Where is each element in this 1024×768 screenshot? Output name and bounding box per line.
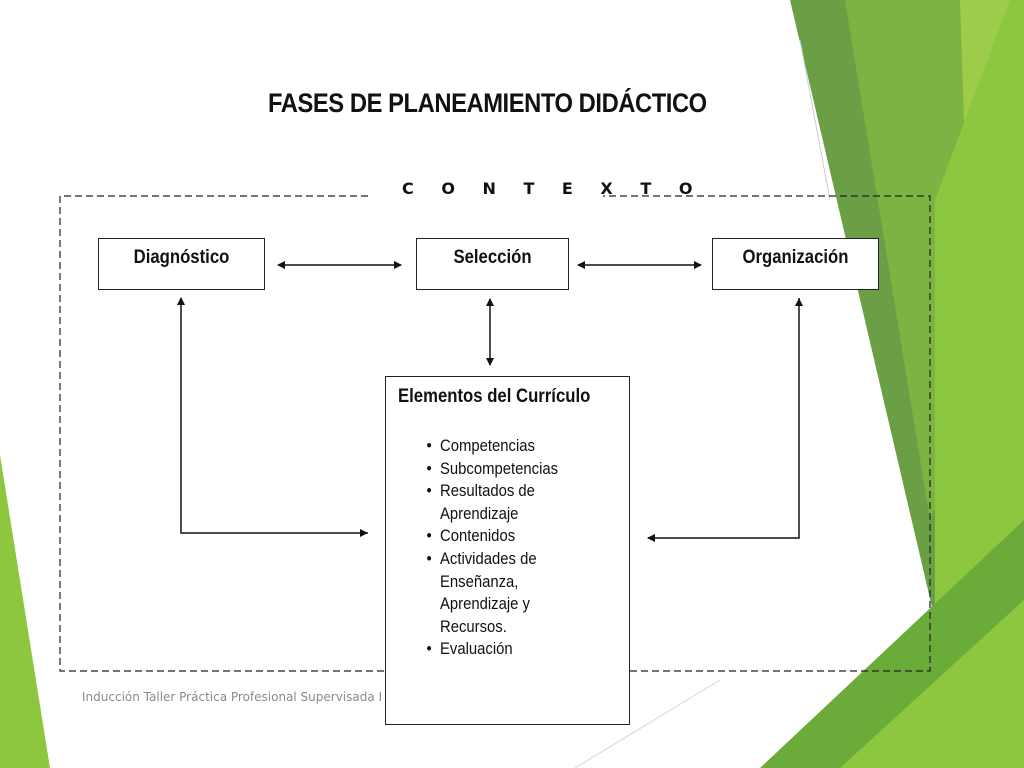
list-item-text: Evaluación bbox=[440, 640, 513, 659]
phase-diagnostico-label: Diagnóstico bbox=[133, 247, 230, 268]
arrowhead-left-loop bbox=[360, 529, 368, 537]
list-item: • Subcompetencias bbox=[427, 458, 559, 481]
list-item-text: Aprendizaje y bbox=[440, 595, 530, 614]
bullet-icon: • bbox=[426, 549, 432, 568]
phase-organizacion-label: Organización bbox=[742, 247, 849, 268]
list-item: • Actividades de Enseñanza, Aprendizaje y Re… bbox=[427, 548, 558, 638]
list-item: • Resultados de Aprendizaje bbox=[427, 480, 558, 525]
phase-diagnostico-box: Diagnóstico bbox=[98, 238, 265, 290]
bottom-green-shard-2 bbox=[840, 600, 1024, 768]
list-item-text: Resultados de bbox=[440, 482, 535, 501]
curriculum-elements-list: • Competencias • Subcompetencias • Resultados… bbox=[427, 435, 571, 661]
right-green-shard-dark bbox=[790, 0, 935, 620]
context-frame bbox=[59, 195, 931, 672]
decorative-line bbox=[574, 679, 721, 768]
list-item: • Contenidos bbox=[427, 525, 558, 548]
phase-seleccion-label: Selección bbox=[453, 247, 532, 268]
arrow-elementos-diagnostico bbox=[177, 297, 368, 534]
list-item-text: Competencias bbox=[440, 437, 535, 455]
bullet-icon: • bbox=[426, 459, 432, 478]
phase-seleccion-box: Selección bbox=[416, 238, 569, 290]
list-item-text: Subcompetencias bbox=[440, 459, 559, 478]
list-item: • Evaluación bbox=[427, 638, 558, 661]
bullet-icon: • bbox=[426, 437, 432, 455]
list-item-text: Actividades de bbox=[440, 549, 537, 568]
list-item-text: Contenidos bbox=[440, 527, 516, 546]
footer-text: Inducción Taller Práctica Profesional Su… bbox=[82, 690, 383, 704]
bullet-icon: • bbox=[426, 482, 432, 501]
arrowhead-right-loop bbox=[795, 298, 803, 306]
phase-organizacion-box: Organización bbox=[712, 238, 879, 290]
list-item: • Competencias bbox=[427, 435, 558, 458]
bullet-icon: • bbox=[426, 640, 432, 659]
curriculum-elements-title: Elementos del Currículo bbox=[398, 386, 591, 407]
list-item-text: Enseñanza, bbox=[440, 572, 519, 591]
curriculum-elements-box: Elementos del Currículo • Competencias • Su… bbox=[385, 376, 630, 725]
arrow-organizacion-elementos bbox=[647, 298, 800, 542]
context-label: C O N T E X T O bbox=[402, 179, 704, 198]
decorative-line bbox=[799, 39, 831, 201]
left-green-shard bbox=[0, 455, 50, 768]
list-item-text: Recursos. bbox=[440, 617, 507, 636]
list-item-text: Aprendizaje bbox=[440, 504, 519, 523]
bullet-icon: • bbox=[426, 527, 432, 546]
page-title: FASES DE PLANEAMIENTO DIDÁCTICO bbox=[268, 88, 707, 118]
